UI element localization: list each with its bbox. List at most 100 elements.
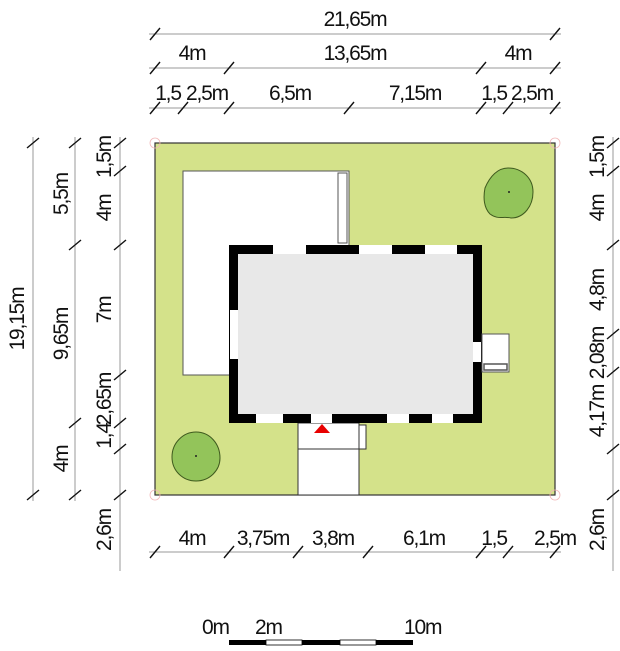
- scale-segment: [376, 640, 413, 645]
- dimension-tick: [502, 545, 514, 559]
- dimension-label: 4m: [586, 194, 609, 221]
- dimension-tick: [68, 137, 82, 149]
- window: [425, 245, 457, 254]
- dimension-tick: [606, 489, 620, 501]
- dimension-label: 4m: [179, 527, 206, 550]
- dimension-tick: [149, 27, 161, 41]
- dimension-label: 4,8m: [586, 268, 609, 311]
- dimension-tick: [113, 239, 127, 251]
- dimension-label: 2,08m: [586, 326, 609, 379]
- garage-strip: [337, 172, 348, 244]
- dimension-label: 2,5m: [186, 82, 229, 105]
- dimension-label: 1,5m: [586, 135, 609, 178]
- dimension-label: 6,5m: [269, 82, 312, 105]
- dimension-tick: [549, 545, 561, 559]
- corner-marker: [149, 137, 161, 149]
- dimension-tick: [223, 61, 235, 75]
- window: [359, 245, 392, 254]
- dimension-label: 3,8m: [312, 527, 355, 550]
- dimension-tick: [223, 101, 235, 115]
- dimension-label: 13,65m: [324, 42, 388, 65]
- dimension-label: 4m: [505, 42, 532, 65]
- scale-segment: [265, 639, 303, 646]
- tree-center: [195, 455, 197, 457]
- dimension-label: 1,4: [93, 422, 116, 449]
- window: [311, 414, 332, 423]
- scale-segment: [302, 640, 340, 645]
- dimension-tick: [606, 366, 620, 378]
- dimension-tick: [292, 545, 304, 559]
- dimension-tick: [113, 443, 127, 455]
- dimension-tick: [149, 101, 161, 115]
- scale-bar: 0m 2m 10m: [202, 616, 443, 646]
- dimension-label: 2,6m: [93, 508, 116, 551]
- scale-label: 10m: [404, 616, 442, 639]
- dimension-tick: [502, 101, 514, 115]
- dimension-label: 21,65m: [324, 8, 388, 31]
- dimension-tick: [549, 27, 561, 41]
- house-floor: [238, 254, 473, 414]
- dimension-label: 2,6m: [586, 508, 609, 551]
- dimension-label: 4m: [179, 42, 206, 65]
- tree-center: [508, 191, 510, 193]
- corner-marker: [149, 489, 161, 501]
- window: [273, 245, 306, 254]
- dimension-tick: [475, 61, 487, 75]
- dimension-tick: [149, 61, 161, 75]
- scale-segment: [339, 639, 377, 646]
- dimension-label: 4m: [50, 445, 73, 472]
- entrance-marker-icon: [314, 424, 330, 433]
- window: [230, 310, 238, 359]
- dimension-tick: [113, 369, 127, 381]
- dimension-tick: [549, 61, 561, 75]
- dimension-tick: [26, 489, 40, 501]
- dimension-label: 9,65m: [50, 307, 73, 360]
- dimension-tick: [606, 239, 620, 251]
- dimension-label: 2,5m: [511, 82, 554, 105]
- dimension-label: 7m: [93, 296, 116, 323]
- entrance-strip: [358, 424, 367, 450]
- dimension-tick: [113, 417, 127, 429]
- dimension-label: 1,5: [481, 82, 507, 105]
- dimension-tick: [606, 137, 620, 149]
- window: [256, 414, 283, 423]
- window: [473, 342, 481, 362]
- dimension-label: 1,5m: [93, 135, 116, 178]
- dimension-tick: [475, 101, 487, 115]
- dimension-tick: [223, 545, 235, 559]
- dimension-label: 3,75m: [237, 527, 290, 550]
- dimension-tick: [606, 443, 620, 455]
- dimension-tick: [606, 165, 620, 177]
- dimension-label: 19,15m: [6, 287, 29, 351]
- dimension-tick: [475, 545, 487, 559]
- dimension-tick: [113, 165, 127, 177]
- dimension-tick: [68, 489, 82, 501]
- dimension-tick: [149, 545, 161, 559]
- corner-marker: [549, 489, 561, 501]
- dimension-label: 1,5: [155, 82, 181, 105]
- dimension-tick: [606, 328, 620, 340]
- corner-marker: [549, 137, 561, 149]
- dimension-tick: [113, 489, 127, 501]
- dimension-tick: [549, 101, 561, 115]
- dimension-label: 4m: [93, 194, 116, 221]
- dimension-tick: [26, 137, 40, 149]
- dimension-label: 1,5: [481, 527, 507, 550]
- dimension-label: 6,1m: [403, 527, 446, 550]
- dimension-tick: [68, 417, 82, 429]
- tree-icon: [483, 167, 534, 219]
- scale-label: 0m: [202, 616, 229, 639]
- windows: [230, 245, 481, 423]
- dimension-label: 4,17m: [586, 384, 609, 437]
- window: [432, 414, 453, 423]
- dimension-label: 2,5m: [534, 527, 577, 550]
- dimension-tick: [362, 545, 374, 559]
- dimension-tick: [113, 137, 127, 149]
- dimension-label: 2,65m: [93, 372, 116, 425]
- window: [387, 414, 409, 423]
- scale-label: 2m: [255, 616, 282, 639]
- dimension-label: 5,5m: [50, 172, 73, 215]
